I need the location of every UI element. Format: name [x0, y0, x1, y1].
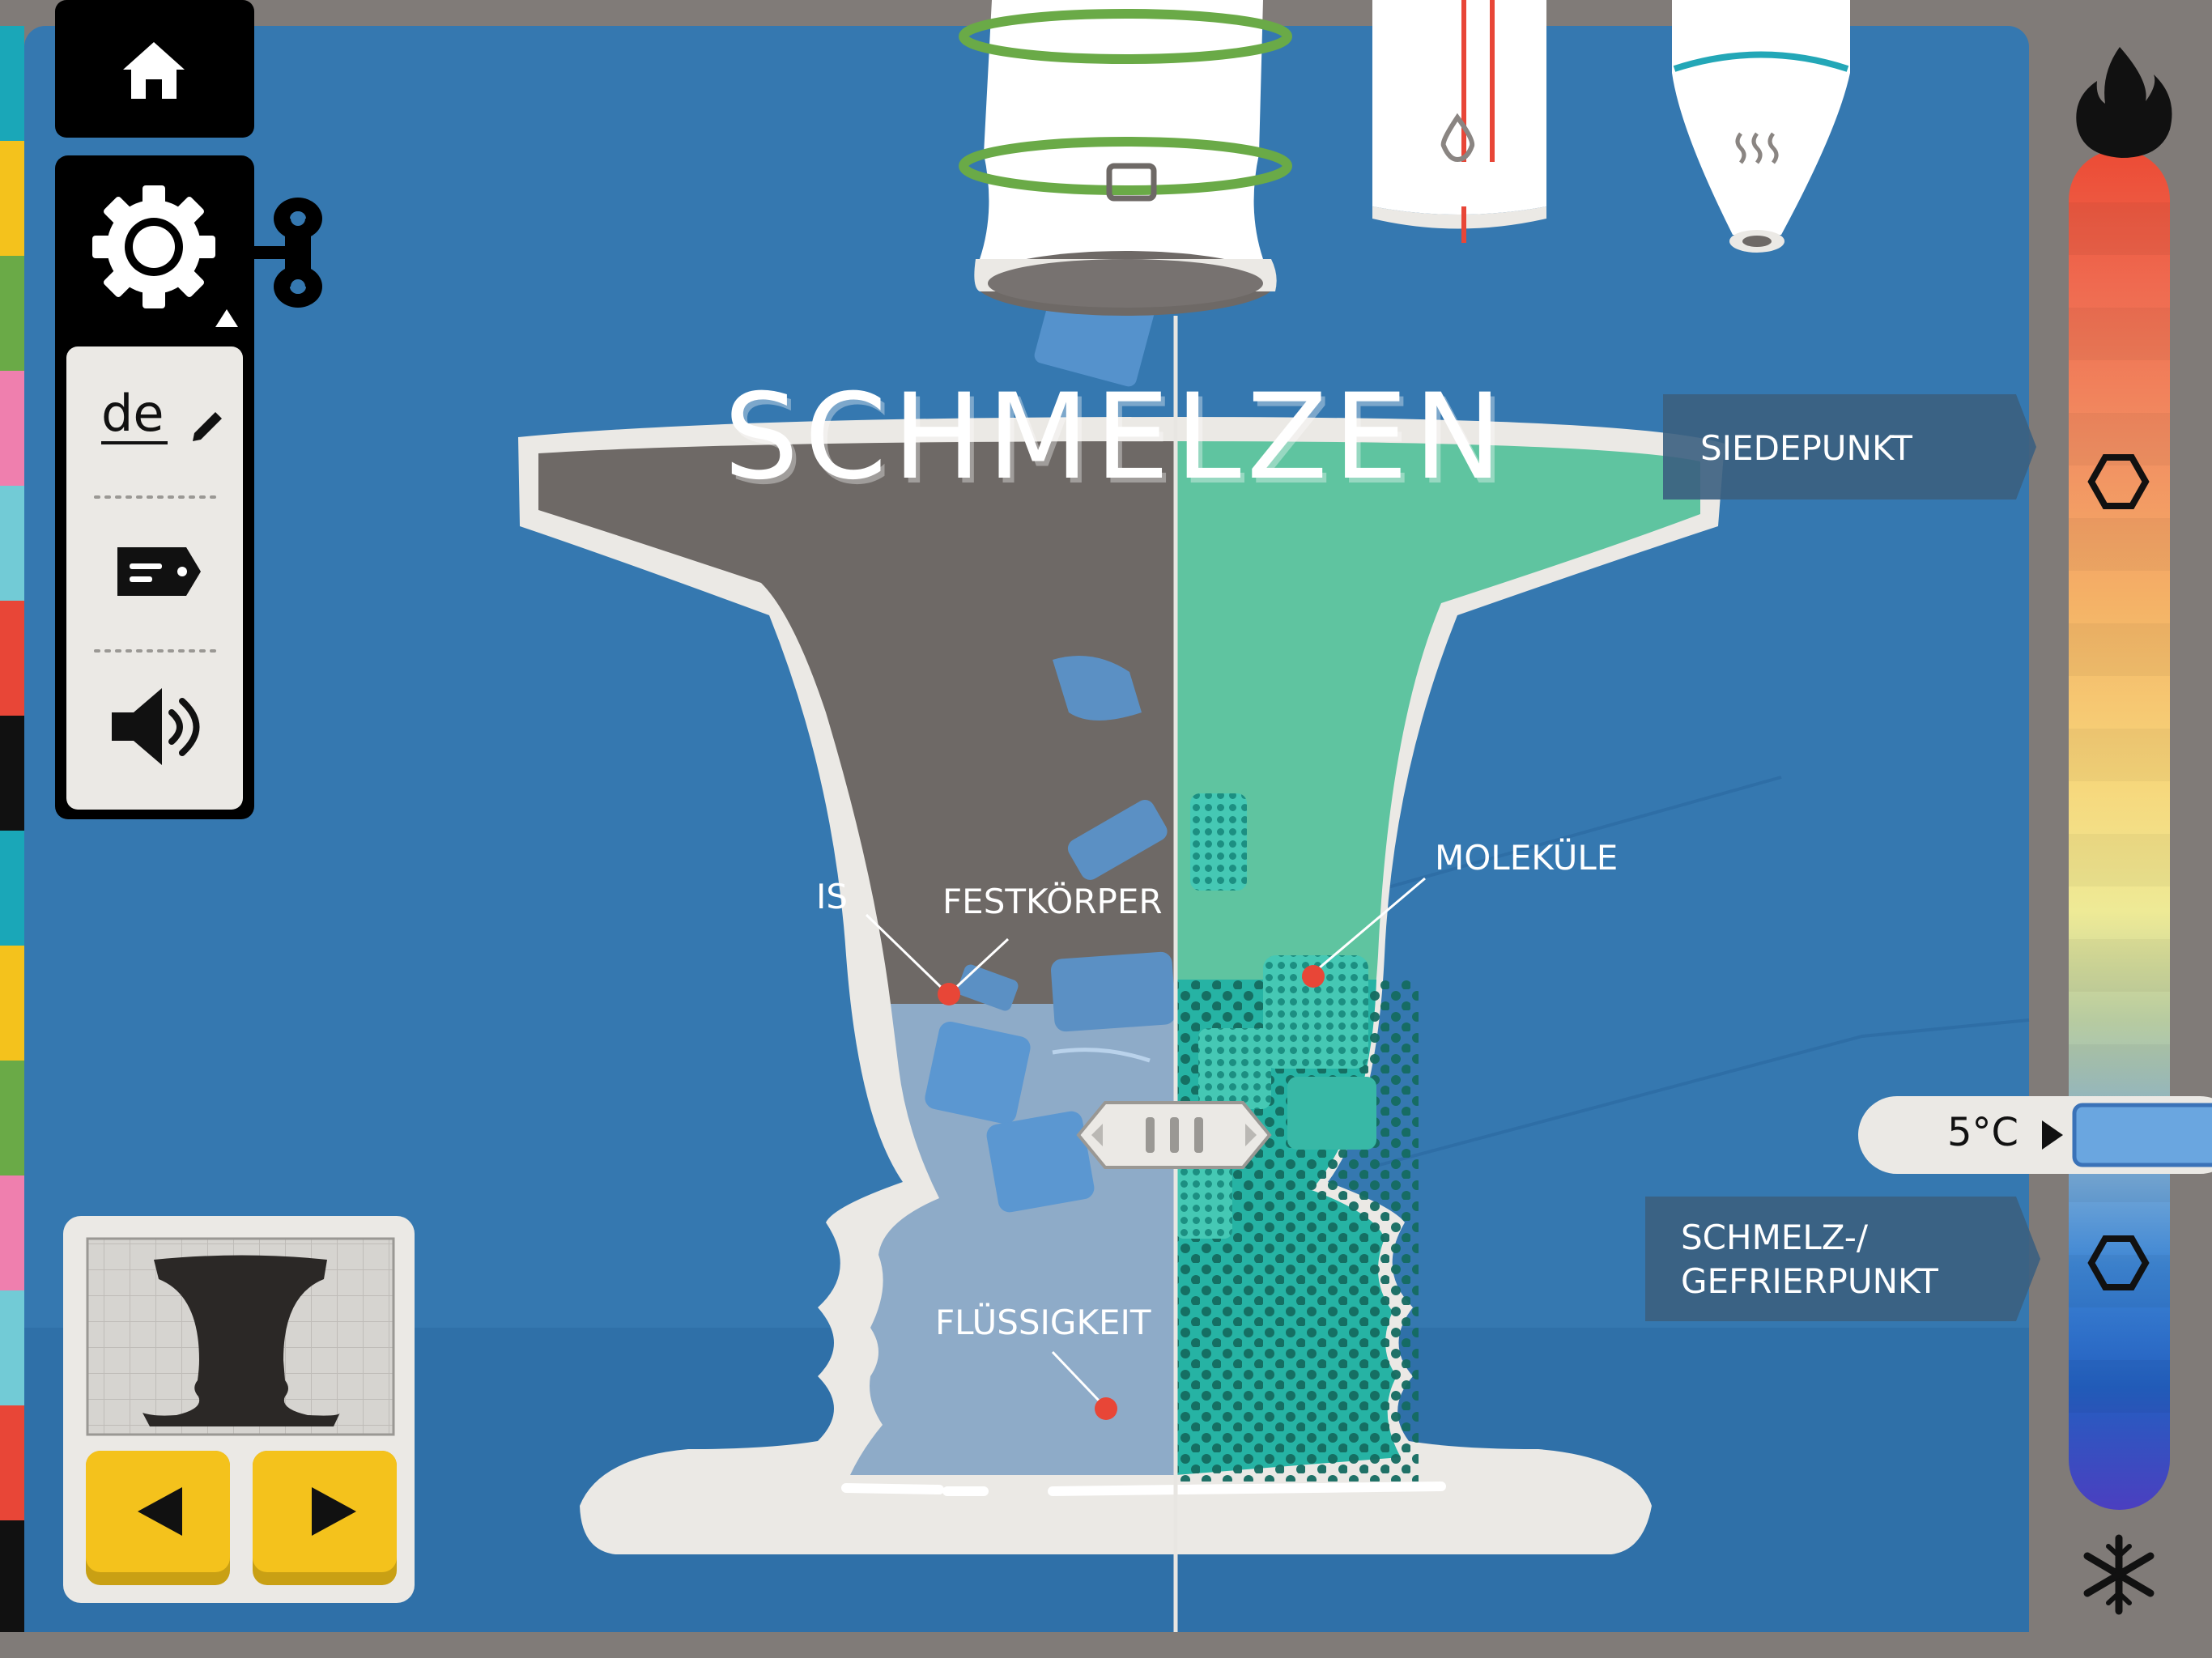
temperature-value: 5°C: [1947, 1110, 2018, 1155]
temperature-slider[interactable]: 5°C: [1858, 1096, 2212, 1174]
tag-icon: [117, 547, 201, 596]
boiling-point-marker: [2087, 454, 2150, 509]
sound-button[interactable]: [112, 688, 200, 765]
color-strip: [0, 26, 24, 1632]
crusher-tool[interactable]: [959, 0, 1292, 316]
scene-thumbnail[interactable]: [86, 1237, 395, 1436]
snowflake-icon: [2083, 1534, 2155, 1615]
label-is-text: IS: [816, 877, 848, 916]
home-icon: [123, 42, 185, 99]
settings-panel: de: [55, 155, 322, 819]
water-drop-icon: [1440, 113, 1475, 163]
label-is[interactable]: IS: [816, 877, 947, 993]
play-arrow-icon: [2042, 1120, 2063, 1150]
page-title-front: SCHMELZEN: [724, 368, 1508, 506]
water-tool[interactable]: [1372, 0, 1546, 243]
home-button[interactable]: [55, 0, 254, 138]
schmelzpunkt-label[interactable]: SCHMELZ-/ GEFRIERPUNKT: [1645, 1197, 2040, 1321]
molecule-marker[interactable]: [1302, 965, 1325, 988]
schmelzpunkt-text-2: GEFRIERPUNKT: [1681, 1261, 1938, 1301]
label-festkoerper-text: FESTKÖRPER: [942, 881, 1163, 921]
siedepunkt-label[interactable]: SIEDEPUNKT: [1663, 394, 2036, 500]
label-festkoerper[interactable]: FESTKÖRPER: [938, 881, 1163, 1005]
melting-point-marker: [2087, 1235, 2150, 1290]
pencil-icon: [193, 412, 222, 441]
label-fluessigkeit[interactable]: FLÜSSIGKEIT: [935, 1302, 1151, 1420]
next-button[interactable]: [253, 1451, 397, 1585]
label-fluessigkeit-text: FLÜSSIGKEIT: [935, 1302, 1151, 1342]
divider-handle[interactable]: [1076, 1101, 1272, 1169]
gear-icon[interactable]: [92, 185, 215, 308]
language-button[interactable]: de: [101, 384, 222, 444]
speaker-icon: [112, 688, 162, 765]
prev-button[interactable]: [86, 1451, 230, 1585]
labels-toggle-button[interactable]: [117, 547, 201, 596]
page-title: SCHMELZEN: [728, 373, 1512, 511]
language-code: de: [101, 384, 164, 443]
flame-icon: [2076, 47, 2172, 158]
scene-navigator: [63, 1216, 415, 1603]
arrow-left-icon: [138, 1487, 182, 1536]
steam-icon: [1735, 132, 1779, 164]
square-icon: [1106, 163, 1157, 202]
siedepunkt-text: SIEDEPUNKT: [1700, 428, 1912, 468]
steam-tool[interactable]: [1672, 0, 1850, 253]
solid-marker[interactable]: [938, 983, 960, 1005]
arrow-right-icon: [312, 1487, 356, 1536]
label-molekuele[interactable]: MOLEKÜLE: [1302, 837, 1618, 988]
thermometer-bands: [2069, 202, 2170, 1413]
solid-region: [538, 441, 1176, 1004]
expand-triangle-icon[interactable]: [215, 309, 238, 327]
schmelzpunkt-text-1: SCHMELZ-/: [1681, 1218, 1869, 1257]
label-molekuele-text: MOLEKÜLE: [1435, 837, 1618, 878]
liquid-marker[interactable]: [1095, 1397, 1117, 1420]
